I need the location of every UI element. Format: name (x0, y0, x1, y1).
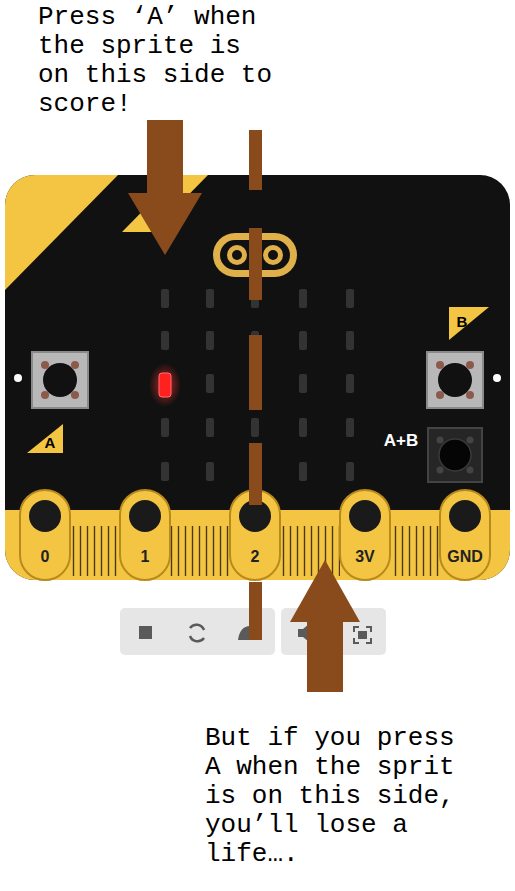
restart-icon (190, 625, 204, 642)
pin-strips (70, 526, 120, 576)
pin-strips (390, 526, 440, 576)
pin-label: GND (447, 548, 483, 566)
callout-note: Press ‘A’ when the sprite is on this sid… (38, 3, 278, 119)
button-label: B (457, 313, 468, 330)
button-ab (428, 428, 482, 482)
logo-eye (227, 245, 247, 265)
sprite-led (159, 373, 171, 397)
callout-note: But if you press A when the sprit is on … (205, 724, 467, 869)
button-label: A+B (384, 431, 418, 451)
button-label: A (45, 434, 56, 451)
pin-hole (129, 500, 161, 532)
divider-line (249, 130, 262, 640)
pointer-arrow (290, 560, 360, 692)
pointer-arrow (128, 120, 202, 255)
edge-dot (14, 374, 22, 382)
led-glow (149, 363, 181, 407)
pin-label: 2 (251, 548, 260, 566)
logo-eye (263, 245, 283, 265)
pin-strips (170, 526, 230, 576)
logo-eye (268, 250, 278, 260)
pin-label: 0 (41, 548, 50, 566)
corner-logo (5, 175, 118, 290)
pin (440, 490, 490, 580)
pin-strips (280, 526, 340, 576)
pin (20, 490, 70, 580)
button-b-tag (449, 307, 489, 340)
logo-eye (232, 250, 242, 260)
edge-dot (493, 374, 501, 382)
board-decor (5, 175, 510, 580)
pin (340, 490, 390, 580)
button-a-tag (27, 424, 63, 453)
stop-icon (139, 626, 152, 639)
pin-label: 1 (141, 548, 150, 566)
pin (120, 490, 170, 580)
button-b (427, 352, 483, 408)
button-a (32, 352, 88, 408)
pin-hole (349, 500, 381, 532)
pin-hole (449, 500, 481, 532)
board (5, 175, 510, 580)
pin-label: 3V (355, 548, 375, 566)
fullscreen-icon (354, 627, 371, 643)
pin-hole (29, 500, 61, 532)
